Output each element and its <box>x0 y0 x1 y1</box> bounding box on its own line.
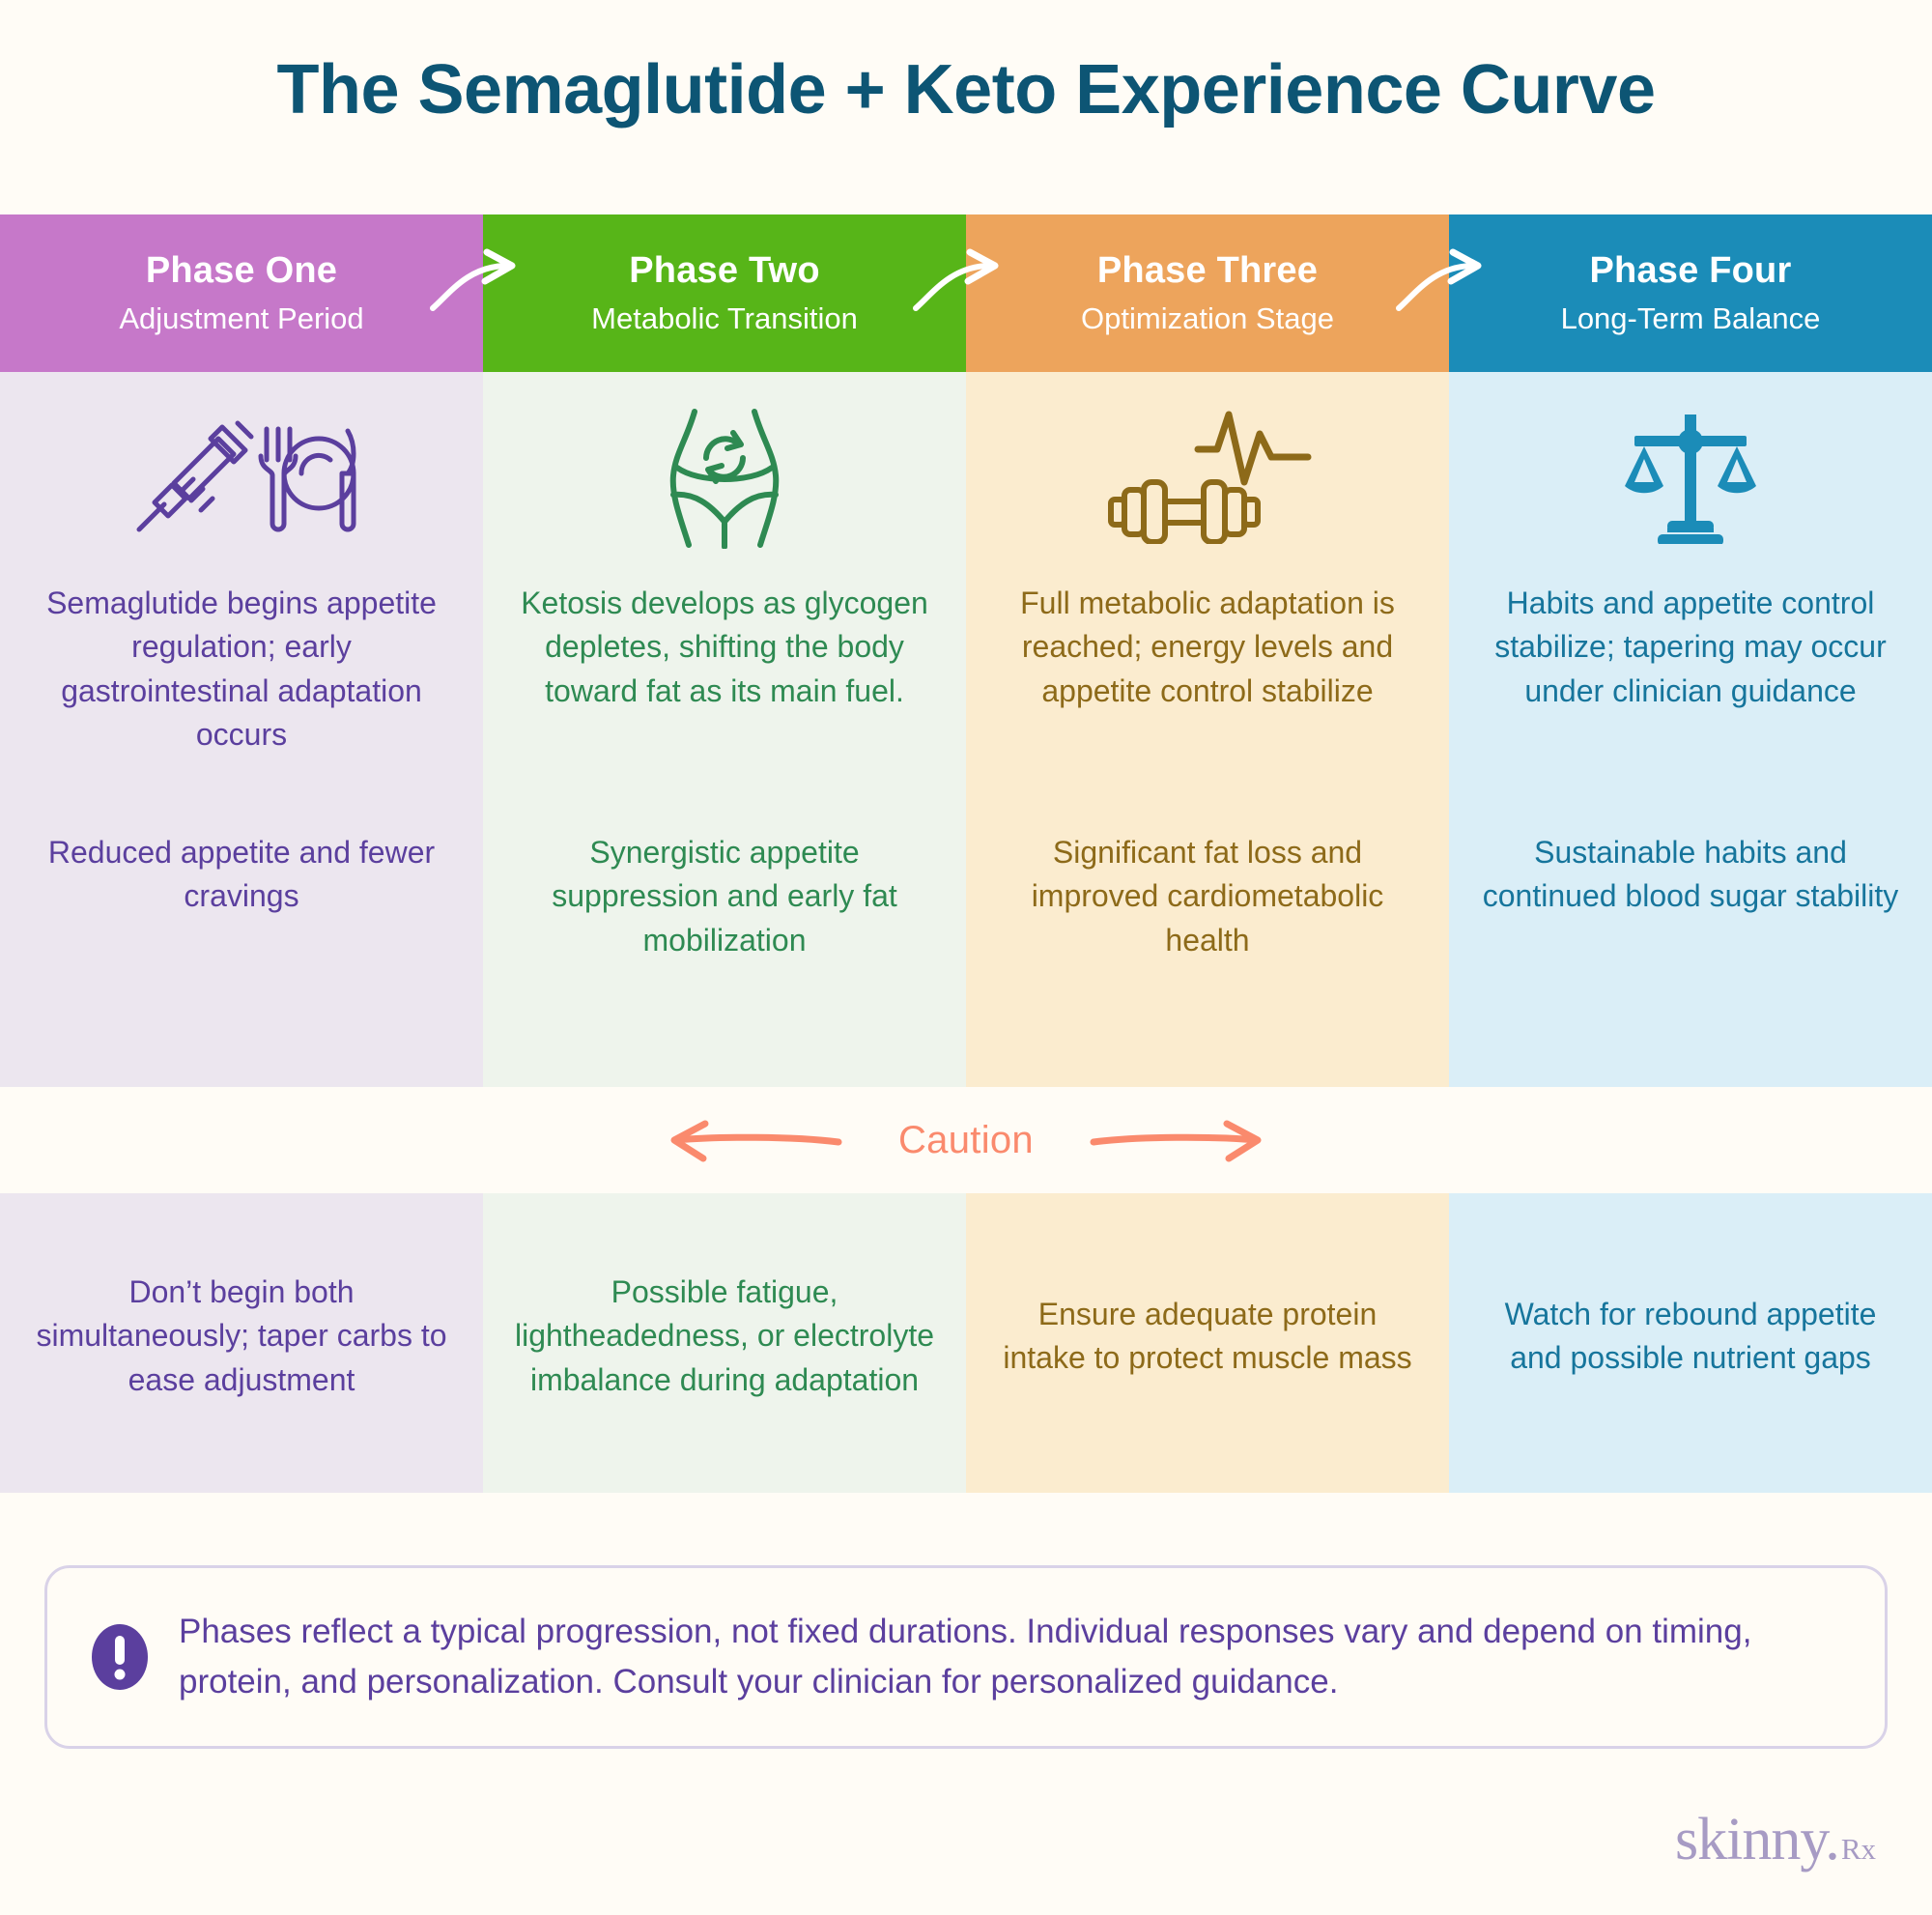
phase-four-outcome: Sustainable habits and continued blood s… <box>1482 835 1899 914</box>
page-title: The Semaglutide + Keto Experience Curve <box>276 51 1656 129</box>
body-metabolism-icon <box>483 372 966 580</box>
caution-column-four: Watch for rebound appetite and possible … <box>1449 1193 1932 1493</box>
phase-column-one: Semaglutide begins appetite regulation; … <box>0 372 483 1087</box>
phase-two-outcome: Synergistic appetite suppression and ear… <box>552 835 897 958</box>
phase-two-subtitle: Metabolic Transition <box>591 300 858 335</box>
phase-one-caution: Don’t begin both simultaneously; taper c… <box>36 1273 447 1397</box>
phase-column-two: Ketosis develops as glycogen depletes, s… <box>483 372 966 1087</box>
phase-one-subtitle: Adjustment Period <box>119 300 364 335</box>
caution-label: Caution <box>898 1118 1034 1161</box>
phase-header-two: Phase Two Metabolic Transition <box>483 214 966 372</box>
phase-four-caution: Watch for rebound appetite and possible … <box>1504 1296 1877 1375</box>
phase-header-band: Phase One Adjustment Period Phase Two Me… <box>0 214 1932 372</box>
brand-logo: skinny.Rx <box>1675 1806 1876 1874</box>
phase-header-one: Phase One Adjustment Period <box>0 214 483 372</box>
disclaimer-box: Phases reflect a typical progression, no… <box>44 1565 1888 1749</box>
phase-two-description: Ketosis develops as glycogen depletes, s… <box>521 586 928 708</box>
caution-column-two: Possible fatigue, lightheadedness, or el… <box>483 1193 966 1493</box>
phase-header-four: Phase Four Long-Term Balance <box>1449 214 1932 372</box>
phase-four-description: Habits and appetite control stabilize; t… <box>1494 586 1887 708</box>
logo-suffix: Rx <box>1840 1832 1876 1866</box>
phase-one-description: Semaglutide begins appetite regulation; … <box>46 586 437 753</box>
phase-one-title: Phase One <box>145 250 338 292</box>
phase-three-subtitle: Optimization Stage <box>1081 300 1334 335</box>
caution-content-panel: Don’t begin both simultaneously; taper c… <box>0 1193 1932 1493</box>
phase-three-outcome: Significant fat loss and improved cardio… <box>1031 835 1384 958</box>
phase-three-description: Full metabolic adaptation is reached; en… <box>1020 586 1395 708</box>
phase-four-subtitle: Long-Term Balance <box>1560 300 1821 335</box>
logo-name: skinny. <box>1674 1807 1840 1872</box>
phase-four-title: Phase Four <box>1589 250 1792 292</box>
syringe-and-cutlery-icon <box>0 372 483 580</box>
dumbbell-and-pulse-icon <box>966 372 1449 580</box>
phase-three-title: Phase Three <box>1096 250 1319 292</box>
balance-scales-icon <box>1449 372 1932 580</box>
disclaimer-text: Phases reflect a typical progression, no… <box>179 1613 1752 1701</box>
arrow-left-icon <box>668 1116 842 1164</box>
phase-three-caution: Ensure adequate protein intake to protec… <box>1003 1296 1412 1375</box>
phase-header-three: Phase Three Optimization Stage <box>966 214 1449 372</box>
phase-column-three: Full metabolic adaptation is reached; en… <box>966 372 1449 1087</box>
exclamation-circle-icon <box>90 1620 150 1694</box>
phase-two-caution: Possible fatigue, lightheadedness, or el… <box>514 1273 935 1397</box>
caution-divider: Caution <box>0 1087 1932 1193</box>
arrow-right-icon <box>1090 1116 1264 1164</box>
phase-column-four: Habits and appetite control stabilize; t… <box>1449 372 1932 1087</box>
caution-column-three: Ensure adequate protein intake to protec… <box>966 1193 1449 1493</box>
phase-content-panel: Semaglutide begins appetite regulation; … <box>0 372 1932 1087</box>
caution-column-one: Don’t begin both simultaneously; taper c… <box>0 1193 483 1493</box>
phase-two-title: Phase Two <box>629 250 820 292</box>
phase-one-outcome: Reduced appetite and fewer cravings <box>47 835 436 914</box>
